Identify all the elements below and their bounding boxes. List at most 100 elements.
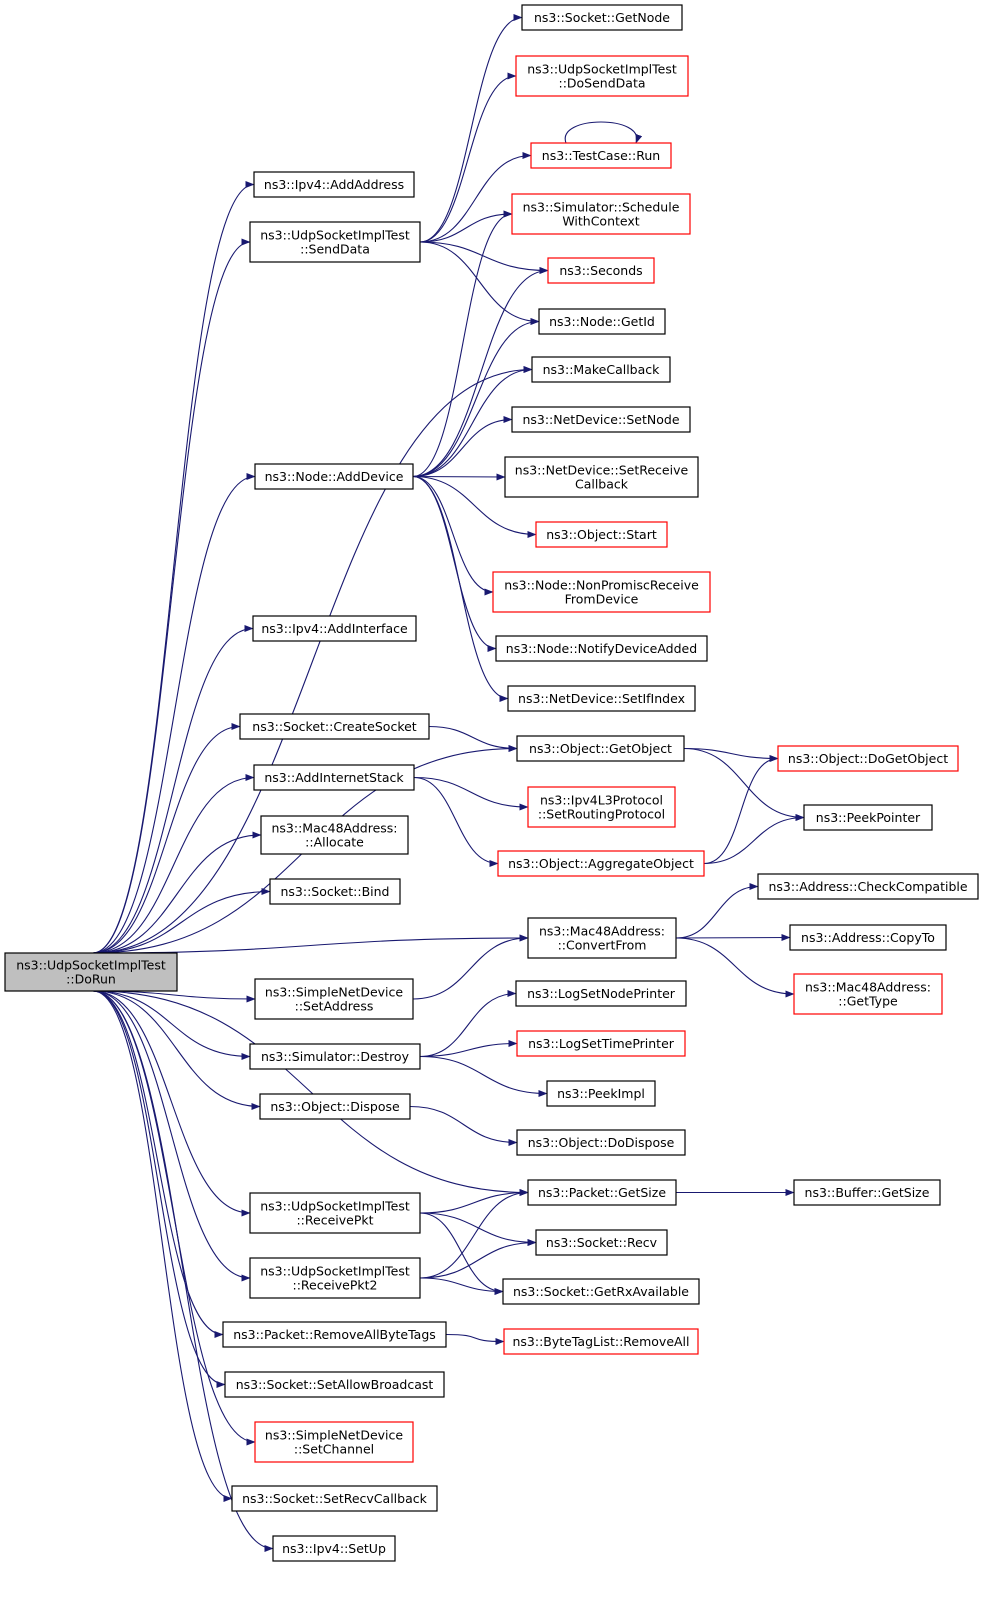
node-receive-pkt[interactable]: ns3::UdpSocketImplTest::ReceivePkt xyxy=(249,1192,421,1234)
node-object-get-object[interactable]: ns3::Object::GetObject xyxy=(516,735,685,762)
node-box xyxy=(516,735,685,762)
edge-node-add-device-to-netdevice-set-node xyxy=(412,416,513,478)
node-label: ns3::Object::GetObject xyxy=(529,741,672,756)
node-address-check-compatible[interactable]: ns3::Address::CheckCompatible xyxy=(757,873,979,900)
node-socket-bind[interactable]: ns3::Socket::Bind xyxy=(269,878,401,905)
node-do-send-data[interactable]: ns3::UdpSocketImplTest::DoSendData xyxy=(515,55,689,97)
node-box xyxy=(507,685,696,712)
node-log-set-node-printer[interactable]: ns3::LogSetNodePrinter xyxy=(515,980,687,1007)
node-object-aggregate[interactable]: ns3::Object::AggregateObject xyxy=(497,850,705,877)
edge-object-get-object-to-object-do-get-object xyxy=(683,747,779,762)
node-label: Callback xyxy=(575,477,629,492)
node-set-allow-broadcast[interactable]: ns3::Socket::SetAllowBroadcast xyxy=(224,1371,445,1398)
node-label: ns3::PeekPointer xyxy=(816,810,921,825)
node-netdevice-set-node[interactable]: ns3::NetDevice::SetNode xyxy=(511,406,691,433)
node-set-recv-callback[interactable]: ns3::Socket::SetRecvCallback xyxy=(231,1485,438,1512)
node-simple-set-channel[interactable]: ns3::SimpleNetDevice::SetChannel xyxy=(254,1421,414,1463)
node-ipv4l3-set-routing[interactable]: ns3::Ipv4L3Protocol::SetRoutingProtocol xyxy=(527,786,676,828)
node-mac48-get-type[interactable]: ns3::Mac48Address:::GetType xyxy=(793,973,943,1015)
node-mac48-allocate[interactable]: ns3::Mac48Address:::Allocate xyxy=(260,815,409,855)
node-box xyxy=(503,1328,699,1355)
node-send-data[interactable]: ns3::UdpSocketImplTest::SendData xyxy=(249,221,421,263)
node-label: ns3::Object::Dispose xyxy=(270,1099,400,1114)
node-label: ns3::UdpSocketImplTest xyxy=(527,62,677,77)
node-dorun[interactable]: ns3::UdpSocketImplTest::DoRun xyxy=(4,952,178,992)
edge-mac48-convert-from-to-mac48-get-type xyxy=(675,937,795,998)
edge-dorun-to-send-data xyxy=(92,238,251,954)
node-label: ns3::Socket::GetNode xyxy=(534,10,670,25)
node-box xyxy=(803,804,933,831)
node-seconds[interactable]: ns3::Seconds xyxy=(547,257,655,284)
node-box xyxy=(511,193,691,235)
node-box xyxy=(516,1129,686,1156)
node-ipv4-set-up[interactable]: ns3::Ipv4::SetUp xyxy=(272,1535,396,1562)
node-node-add-device[interactable]: ns3::Node::AddDevice xyxy=(254,463,414,490)
node-box xyxy=(515,55,689,97)
node-label: ::ReceivePkt xyxy=(296,1213,373,1228)
edge-sim-destroy-to-log-set-node-printer xyxy=(419,990,517,1058)
node-socket-get-rx-available[interactable]: ns3::Socket::GetRxAvailable xyxy=(502,1278,700,1305)
node-label: FromDevice xyxy=(565,592,639,607)
node-box xyxy=(272,1535,396,1562)
edge-object-aggregate-to-peek-pointer xyxy=(703,814,805,865)
edge-sim-destroy-to-log-set-time-printer xyxy=(419,1040,518,1058)
node-socket-get-node[interactable]: ns3::Socket::GetNode xyxy=(521,4,683,31)
node-label: ns3::LogSetTimePrinter xyxy=(528,1036,675,1051)
node-simple-set-address[interactable]: ns3::SimpleNetDevice::SetAddress xyxy=(254,978,414,1020)
node-buffer-get-size[interactable]: ns3::Buffer::GetSize xyxy=(793,1179,941,1206)
node-netdevice-set-if-index[interactable]: ns3::NetDevice::SetIfIndex xyxy=(507,685,696,712)
edge-dorun-to-set-recv-callback xyxy=(92,990,233,1502)
node-object-dispose[interactable]: ns3::Object::Dispose xyxy=(259,1093,411,1120)
node-box xyxy=(252,615,417,642)
node-peek-pointer[interactable]: ns3::PeekPointer xyxy=(803,804,933,831)
node-label: ns3::Socket::Bind xyxy=(281,884,390,899)
node-mac48-convert-from[interactable]: ns3::Mac48Address:::ConvertFrom xyxy=(527,917,677,959)
edge-node-add-device-to-seconds xyxy=(412,267,549,478)
node-box xyxy=(531,356,671,383)
node-box xyxy=(497,850,705,877)
node-object-do-get-object[interactable]: ns3::Object::DoGetObject xyxy=(777,745,959,772)
node-node-notify-device-added[interactable]: ns3::Node::NotifyDeviceAdded xyxy=(495,635,708,662)
node-label: ::SetAddress xyxy=(295,999,374,1014)
node-sim-destroy[interactable]: ns3::Simulator::Destroy xyxy=(249,1043,421,1070)
edge-testcase-run-to-testcase-run xyxy=(564,121,643,144)
node-label: ns3::NetDevice::SetReceive xyxy=(515,463,689,478)
node-box xyxy=(249,1192,421,1234)
node-peek-impl[interactable]: ns3::PeekImpl xyxy=(546,1080,656,1107)
node-box xyxy=(527,786,676,828)
node-log-set-time-printer[interactable]: ns3::LogSetTimePrinter xyxy=(516,1030,686,1057)
edge-receive-pkt-to-socket-recv xyxy=(419,1212,537,1246)
edge-object-get-object-to-peek-pointer xyxy=(683,747,805,821)
node-add-internet-stack[interactable]: ns3::AddInternetStack xyxy=(253,764,415,791)
node-remove-all-byte-tags[interactable]: ns3::Packet::RemoveAllByteTags xyxy=(222,1321,447,1348)
node-add-address[interactable]: ns3::Ipv4::AddAddress xyxy=(253,171,415,198)
edge-dorun-to-mac48-allocate xyxy=(92,831,262,954)
node-byte-tag-list-remove-all[interactable]: ns3::ByteTagList::RemoveAll xyxy=(503,1328,699,1355)
node-testcase-run[interactable]: ns3::TestCase::Run xyxy=(530,142,672,169)
node-label: ns3::Node::AddDevice xyxy=(265,469,404,484)
node-object-start[interactable]: ns3::Object::Start xyxy=(535,521,668,548)
node-object-do-dispose[interactable]: ns3::Object::DoDispose xyxy=(516,1129,686,1156)
node-node-get-id[interactable]: ns3::Node::GetId xyxy=(538,308,666,335)
node-address-copy-to[interactable]: ns3::Address::CopyTo xyxy=(789,924,947,951)
node-box xyxy=(538,308,666,335)
node-make-callback[interactable]: ns3::MakeCallback xyxy=(531,356,671,383)
node-add-interface[interactable]: ns3::Ipv4::AddInterface xyxy=(252,615,417,642)
node-create-socket[interactable]: ns3::Socket::CreateSocket xyxy=(239,713,430,740)
node-box xyxy=(249,1257,421,1299)
edge-receive-pkt-to-socket-get-rx-available xyxy=(419,1212,504,1295)
edge-dorun-to-ipv4-set-up xyxy=(92,990,274,1552)
node-label: ::ConvertFrom xyxy=(558,938,647,953)
node-socket-recv[interactable]: ns3::Socket::Recv xyxy=(535,1229,668,1256)
node-box xyxy=(249,221,421,263)
node-receive-pkt2[interactable]: ns3::UdpSocketImplTest::ReceivePkt2 xyxy=(249,1257,421,1299)
node-box xyxy=(793,1179,941,1206)
node-label: ns3::Packet::RemoveAllByteTags xyxy=(233,1327,436,1342)
node-label: ::SendData xyxy=(300,242,370,257)
edge-mac48-convert-from-to-address-copy-to xyxy=(675,934,791,942)
node-label: ::Allocate xyxy=(305,835,364,850)
node-packet-get-size[interactable]: ns3::Packet::GetSize xyxy=(527,1179,677,1206)
